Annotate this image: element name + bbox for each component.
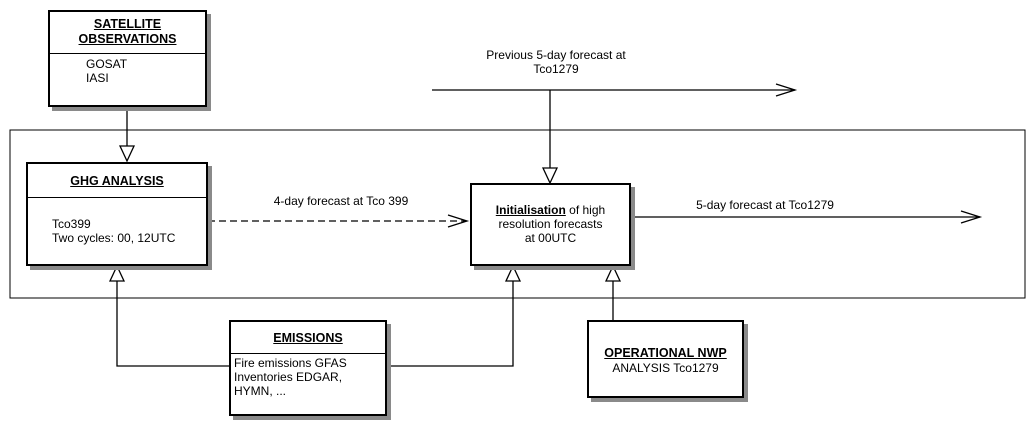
previous-forecast-label: Previous 5-day forecast at Tco1279 [456,48,656,76]
ghg-analysis-divider [28,197,206,198]
ghg-analysis-cycles: Two cycles: 00, 12UTC [52,231,176,245]
satellite-title-line1: SATELLITE [93,17,162,31]
emissions-box: EMISSIONS Fire emissions GFAS Inventorie… [229,320,387,416]
satellite-observations-box: SATELLITE OBSERVATIONS GOSAT IASI [48,10,207,107]
ghg-analysis-resolution: Tco399 [52,217,91,231]
initialisation-box: Initialisation of high resolution foreca… [470,183,631,266]
satellite-title-line2: OBSERVATIONS [78,32,177,46]
satellite-item-gosat: GOSAT [86,57,128,71]
four-day-forecast-label: 4-day forecast at Tco 399 [273,194,409,208]
emissions-to-ghg-arrowhead [108,264,126,282]
emissions-to-init-connector [387,281,514,367]
system-frame [9,129,1026,299]
satellite-divider [50,53,205,54]
previous-forecast-label-line1: Previous 5-day forecast at [486,48,626,62]
emissions-line-hymn: HYMN, ... [234,384,287,398]
emissions-body: Fire emissions GFAS Inventories EDGAR, H… [231,354,385,398]
initialisation-body: Initialisation of high resolution foreca… [472,185,629,245]
four-day-forecast-arrowhead [447,214,470,228]
previous-to-init-arrowhead [541,167,559,185]
operational-nwp-analysis: ANALYSIS Tco1279 [612,361,719,375]
five-day-forecast-arrowhead [960,210,983,224]
emissions-to-init-arrowhead [504,264,522,282]
emissions-title: EMISSIONS [273,331,343,345]
initialisation-line-resolution: resolution forecasts [498,217,603,231]
initialisation-title: Initialisation of high [472,203,629,217]
emissions-line-fire: Fire emissions GFAS [234,356,347,370]
ghg-analysis-body: Tco399 Two cycles: 00, 12UTC [28,198,206,245]
ghg-analysis-box: GHG ANALYSIS Tco399 Two cycles: 00, 12UT… [26,162,208,266]
satellite-observations-title: SATELLITE OBSERVATIONS [50,12,205,47]
previous-forecast-label-line2: Tco1279 [533,62,579,76]
nwp-to-init-arrowhead [604,264,622,282]
satellite-items: GOSAT IASI [50,54,205,85]
emissions-to-ghg-connector [116,281,229,367]
operational-nwp-box: OPERATIONAL NWP ANALYSIS Tco1279 [587,320,744,398]
emissions-line-inventories: Inventories EDGAR, [234,370,343,384]
previous-forecast-arrowhead [775,83,798,97]
ghg-analysis-title: GHG ANALYSIS [70,174,164,188]
satellite-item-iasi: IASI [86,71,109,85]
initialisation-line-time: at 00UTC [524,231,577,245]
operational-nwp-title: OPERATIONAL NWP [604,346,727,360]
emissions-divider [231,353,385,354]
satellite-to-ghg-arrowhead [118,145,136,163]
initialisation-title-rest: of high [565,203,606,217]
five-day-forecast-label: 5-day forecast at Tco1279 [696,198,834,212]
initialisation-keyword: Initialisation [495,203,566,217]
